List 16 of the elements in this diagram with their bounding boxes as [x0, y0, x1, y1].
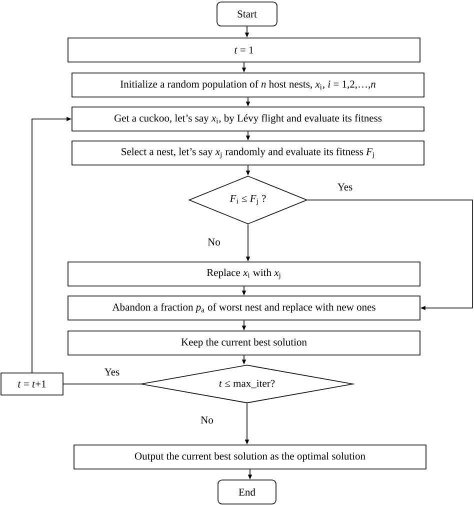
edge-label: No: [206, 238, 222, 246]
process-box: t = t+1: [0, 372, 64, 396]
terminal-box: Start: [216, 2, 278, 26]
process-box: Get a cuckoo, let’s say x$_{i}$, by Lévy flight and evaluate its fitness: [72, 106, 424, 132]
process-box: Replace x$_{i}$ with x$_{j}$: [68, 262, 420, 286]
process-box: Initialize a random population of n host nests, x$_{i}$, i = 1,2,…,n: [72, 72, 424, 98]
arrow: [307, 200, 473, 310]
terminal-box: End: [218, 480, 276, 504]
process-box: t = 1: [68, 38, 420, 62]
edge-label: No: [200, 416, 214, 424]
process-box: Output the current best solution as the optimal solution: [74, 444, 426, 470]
edge-label: Yes: [336, 182, 354, 192]
process-box: Select a nest, let’s say x$_{j}$ randomly and evaluate its fitness F$_{j}$: [72, 140, 424, 166]
process-box: Keep the current best solution: [68, 330, 420, 356]
process-box: Abandon a fraction p$_{a}$ of worst nest and replace with new ones: [68, 296, 420, 320]
edge-label: Yes: [103, 368, 121, 376]
